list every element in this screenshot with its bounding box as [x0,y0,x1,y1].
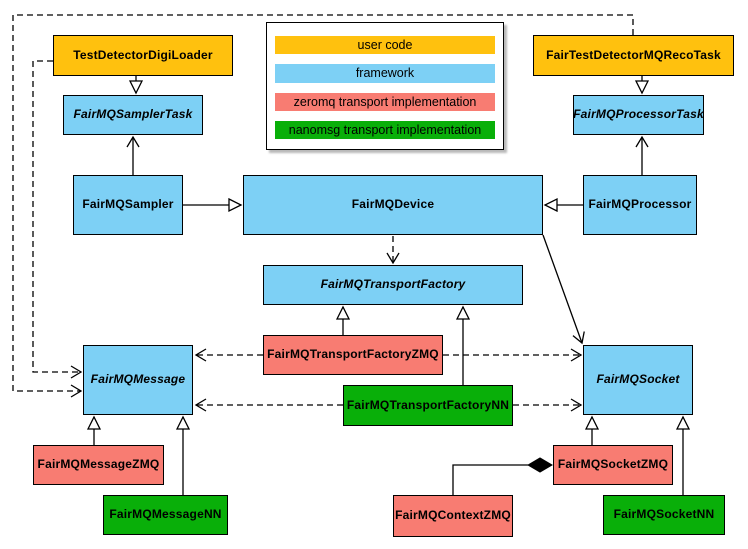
node-fairmqdevice: FairMQDevice [243,175,543,235]
node-fairmqprocessor: FairMQProcessor [583,175,697,235]
node-fairmqsocketzmq: FairMQSocketZMQ [553,445,673,485]
node-fairmqmessage: FairMQMessage [83,345,193,415]
edge-device-socket [542,234,585,345]
legend-item-user-code: user code [275,36,495,55]
legend-item-zeromq: zeromq transport implementation [275,92,495,111]
node-fairmqsamplertask: FairMQSamplerTask [63,95,203,135]
node-fairmqprocessortask: FairMQProcessorTask [573,95,704,135]
legend-item-nanomsg: nanomsg transport implementation [275,120,495,139]
node-fairmqsocket: FairMQSocket [583,345,693,415]
node-fairmqsampler: FairMQSampler [73,175,183,235]
edge-digiloader-message [32,60,83,379]
node-testdetectordigiloader: TestDetectorDigiLoader [53,35,233,76]
node-fairmqtransportfactorynn: FairMQTransportFactoryNN [343,385,513,426]
node-fairmqmessagenn: FairMQMessageNN [103,495,228,535]
node-fairmqtransportfactoryzmq: FairMQTransportFactoryZMQ [263,335,443,375]
legend: user code framework zeromq transport imp… [266,22,504,150]
node-fairmqmessagezmq: FairMQMessageZMQ [33,445,164,485]
node-fairmqsocketnn: FairMQSocketNN [603,495,725,535]
edge-recotask-message [12,14,634,398]
node-fairmqcontextzmq: FairMQContextZMQ [393,495,513,537]
legend-item-framework: framework [275,64,495,83]
node-fairmqtransportfactory: FairMQTransportFactory [263,265,523,305]
composition-diamond-icon [527,457,553,473]
node-fairtestdetectormqrecotask: FairTestDetectorMQRecoTask [533,35,734,76]
edge-contextzmq-socketzmq [452,464,528,495]
